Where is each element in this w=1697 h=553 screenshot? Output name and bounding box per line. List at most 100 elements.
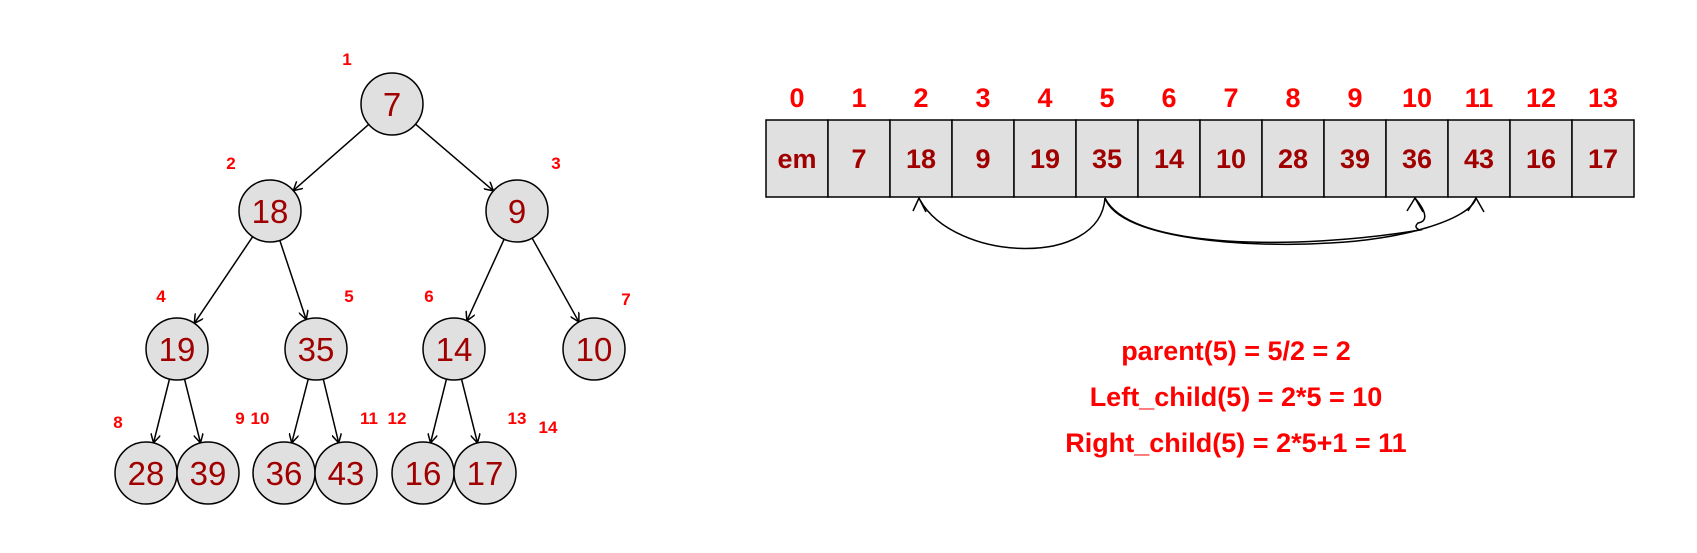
right-child-link-curve <box>1104 197 1477 246</box>
tree-node: 182 <box>226 154 302 243</box>
tree-edge-7-to-9 <box>415 123 494 191</box>
tree-node-value: 10 <box>576 331 613 368</box>
tree-node-value: 35 <box>298 331 335 368</box>
tree-index-label-6: 6 <box>424 287 433 306</box>
tree-node: 10 7 <box>562 290 631 381</box>
array-cell <box>1571 119 1635 198</box>
tree-node: 36 10 <box>251 409 316 505</box>
array-cell <box>889 119 953 198</box>
array-cell <box>765 119 829 198</box>
array-index-label: 1 <box>851 83 866 113</box>
tree-node-value: 18 <box>252 193 289 230</box>
tree-index-label-8: 8 <box>113 413 122 432</box>
tree-node-circle <box>422 317 486 381</box>
array-cell <box>827 119 891 198</box>
tree-node: 93 <box>485 154 561 243</box>
tree-node-circle <box>238 179 302 243</box>
tree-node-circle <box>145 317 209 381</box>
formula-parent: parent(5) = 5/2 = 2 <box>1121 336 1351 366</box>
array-index-label: 6 <box>1161 83 1176 113</box>
array-index-label: 5 <box>1099 83 1114 113</box>
array-cell-value: 39 <box>1340 144 1370 174</box>
array-cell-value: 19 <box>1030 144 1060 174</box>
array-cell <box>1137 119 1201 198</box>
tree-node-value: 19 <box>159 331 196 368</box>
tree-node-circle <box>284 317 348 381</box>
array-cell <box>951 119 1015 198</box>
array-index-label: 10 <box>1402 83 1432 113</box>
tree-index-label-10: 10 <box>251 409 270 428</box>
array-cell-value: em <box>777 144 816 174</box>
heap-array: 0em1721839419535614710828939103611431216… <box>765 83 1635 198</box>
tree-node: 35 5 <box>284 287 354 381</box>
array-cell <box>1447 119 1511 198</box>
array-index-label: 8 <box>1285 83 1300 113</box>
tree-edge-14-to-17 <box>460 378 478 443</box>
tree-node-value: 16 <box>405 455 442 492</box>
tree-edge-9-to-14 <box>467 238 505 321</box>
array-cell <box>1385 119 1449 198</box>
array-index-label: 11 <box>1465 83 1494 113</box>
tree-index-label-1: 1 <box>342 50 351 69</box>
tree-index-label-4: 4 <box>156 287 166 306</box>
array-index-label: 9 <box>1347 83 1362 113</box>
tree-node: 28 8 <box>113 413 178 505</box>
tree-node-value: 36 <box>266 455 303 492</box>
tree-node-circle <box>453 441 517 505</box>
array-cell <box>1075 119 1139 198</box>
tree-node-value: 14 <box>436 331 473 368</box>
left-child-link-arrowhead <box>1406 196 1424 213</box>
array-cell-value: 9 <box>975 144 990 174</box>
tree-node-circle <box>176 441 240 505</box>
tree-edge-19-to-28 <box>154 378 171 443</box>
array-cell-value: 36 <box>1402 144 1432 174</box>
tree-edge-35-to-43 <box>322 378 338 443</box>
array-cell-value: 17 <box>1588 144 1618 174</box>
tree-index-label-7: 7 <box>621 290 630 309</box>
tree-node: 43 11 <box>314 409 378 505</box>
parent-link-arrowhead <box>912 196 927 213</box>
array-cell <box>1013 119 1077 198</box>
tree-index-label-14: 14 <box>539 418 558 437</box>
left-child-link-curve <box>1104 197 1426 244</box>
array-index-label: 13 <box>1588 83 1618 113</box>
tree-edge-18-to-35 <box>279 240 306 319</box>
tree-index-label-5: 5 <box>344 287 353 306</box>
tree-node-circle <box>360 72 424 136</box>
tree-node-circle <box>562 317 626 381</box>
array-cell-value: 14 <box>1154 144 1184 174</box>
tree-edge-9-to-10 <box>531 237 579 322</box>
tree-node-value: 28 <box>128 455 165 492</box>
tree-node: 14 6 <box>422 287 486 381</box>
array-index-label: 3 <box>975 83 990 113</box>
array-index-label: 7 <box>1223 83 1238 113</box>
formula-right-child: Right_child(5) = 2*5+1 = 11 <box>1065 428 1406 458</box>
array-cell-value: 10 <box>1216 144 1246 174</box>
binary-tree: 7118293194355146107288399361043111612171… <box>113 50 631 505</box>
array-cell <box>1199 119 1263 198</box>
tree-edges <box>154 123 579 443</box>
tree-index-label-3: 3 <box>551 154 560 173</box>
tree-node-value: 39 <box>190 455 227 492</box>
array-cell-value: 35 <box>1092 144 1122 174</box>
tree-node-value: 43 <box>328 455 365 492</box>
right-child-link-arrowhead <box>1467 196 1485 213</box>
tree-node-circle <box>485 179 549 243</box>
tree-index-label-9: 9 <box>235 409 244 428</box>
tree-node-value: 7 <box>383 86 401 123</box>
tree-node: 19 4 <box>145 287 209 381</box>
array-cell-value: 18 <box>906 144 936 174</box>
tree-index-label-13: 13 <box>508 409 527 428</box>
tree-edge-14-to-16 <box>431 378 448 443</box>
formula-left-child: Left_child(5) = 2*5 = 10 <box>1090 382 1383 412</box>
tree-edge-7-to-18 <box>293 123 370 190</box>
array-index-label: 4 <box>1037 83 1052 113</box>
tree-index-label-12: 12 <box>388 409 407 428</box>
tree-node-value: 17 <box>467 455 504 492</box>
tree-index-label-11: 11 <box>360 409 378 428</box>
array-cell <box>1323 119 1387 198</box>
tree-edge-18-to-19 <box>194 236 254 324</box>
tree-node-circle <box>314 441 378 505</box>
